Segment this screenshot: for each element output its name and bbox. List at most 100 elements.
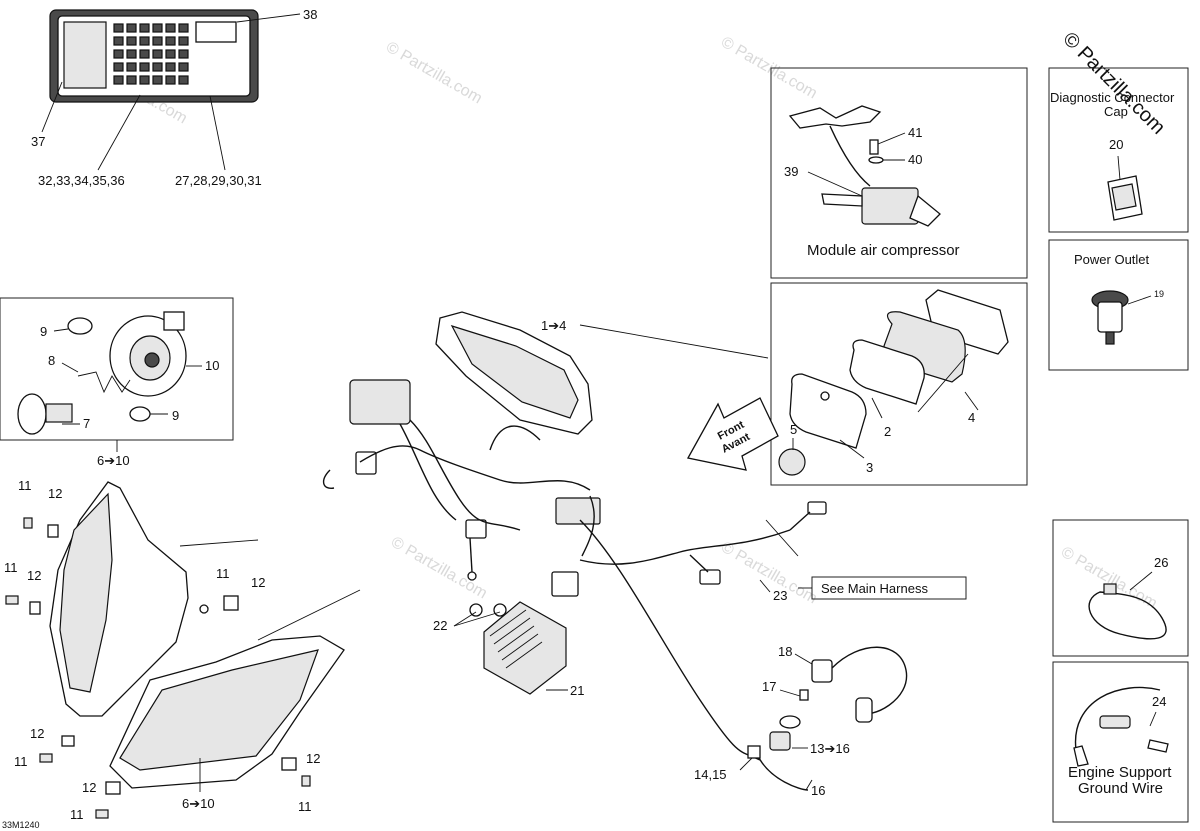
callout-38: 38 xyxy=(303,7,317,22)
fuse-slot xyxy=(178,49,189,59)
leader-line xyxy=(917,353,969,413)
callout-11: 11 xyxy=(4,560,18,575)
callout-39: 39 xyxy=(784,164,798,179)
fuse-slot xyxy=(113,62,124,72)
callout-14-15: 14,15 xyxy=(694,767,727,782)
callout-8: 8 xyxy=(48,353,55,368)
diagnostic-box xyxy=(1048,67,1189,233)
leader-line xyxy=(453,611,501,627)
leader-line xyxy=(453,611,477,627)
watermark-text: © Partzilla.com xyxy=(383,39,485,108)
headlight-bulb-parts xyxy=(17,311,187,435)
fuse-slot xyxy=(178,62,189,72)
fuse-slot xyxy=(139,23,150,33)
callout-26: 26 xyxy=(1154,555,1168,570)
power-outlet xyxy=(1091,290,1129,345)
fuse-slot xyxy=(165,62,176,72)
watermark-corner-text: © Partzilla.com xyxy=(1058,28,1169,139)
gauge-cluster-parts xyxy=(778,289,1009,476)
callout-7: 7 xyxy=(83,416,90,431)
fuse-slot xyxy=(126,62,137,72)
leader-line xyxy=(579,324,769,359)
leader-line xyxy=(765,519,799,557)
watermark-text: © Partzilla.com xyxy=(718,539,820,608)
leader-line xyxy=(877,132,906,145)
ground-wire xyxy=(1073,686,1169,767)
fastener-set xyxy=(5,517,311,819)
diagnostic-cap xyxy=(1107,175,1143,221)
callout-11: 11 xyxy=(298,799,312,814)
fuse-slot xyxy=(152,62,163,72)
callout-41: 41 xyxy=(908,125,922,140)
fuse-slot xyxy=(113,36,124,46)
callout-11: 11 xyxy=(70,807,84,822)
fuse-slot xyxy=(178,75,189,85)
callout-5: 5 xyxy=(790,422,797,437)
figure-reference: 33M1240 xyxy=(2,820,40,830)
fuse-slot xyxy=(139,49,150,59)
callout-9: 9 xyxy=(172,408,179,423)
fuse-slot xyxy=(139,62,150,72)
tether-switch xyxy=(747,646,908,791)
power-outlet-box xyxy=(1048,239,1189,371)
fuse-grid xyxy=(113,23,189,85)
leader-line xyxy=(1117,155,1121,181)
callout-6-10: 6➔10 xyxy=(182,796,215,811)
leader-line xyxy=(97,94,141,171)
ground-wire-box xyxy=(1052,661,1189,823)
callout-12: 12 xyxy=(251,575,265,590)
gauge-cluster xyxy=(435,311,593,435)
fuse-slot xyxy=(126,36,137,46)
leader-line xyxy=(805,779,813,791)
front-direction-arrow: Front Avant xyxy=(687,397,779,471)
air-compressor-box xyxy=(770,67,1028,279)
fuse-slot xyxy=(126,75,137,85)
leader-line xyxy=(839,439,865,459)
callout-27-31: 27,28,29,30,31 xyxy=(175,173,262,188)
callout-32-36: 32,33,34,35,36 xyxy=(38,173,125,188)
headlight-bulb-box xyxy=(0,297,234,441)
fuse-slot xyxy=(152,49,163,59)
callout-9: 9 xyxy=(40,324,47,339)
fuse-slot xyxy=(113,23,124,33)
leader-line xyxy=(257,589,361,641)
callout-37: 37 xyxy=(31,134,45,149)
fuse-slot xyxy=(113,49,124,59)
callout-12: 12 xyxy=(306,751,320,766)
fuse-slot xyxy=(165,36,176,46)
wiring-harness xyxy=(323,379,827,761)
callout-2: 2 xyxy=(884,424,891,439)
callout-6-10: 6➔10 xyxy=(97,453,130,468)
diagnostic-title-2: Cap xyxy=(1104,104,1128,119)
callout-11: 11 xyxy=(18,478,32,493)
callout-11: 11 xyxy=(216,566,230,581)
air-compressor-module xyxy=(788,105,941,227)
fuse-box xyxy=(49,9,259,103)
leader-line xyxy=(759,579,771,593)
callout-1-4: 1➔4 xyxy=(541,318,566,333)
fuse-slot xyxy=(165,75,176,85)
callout-12: 12 xyxy=(27,568,41,583)
cable-clamp xyxy=(1088,583,1167,640)
diagnostic-title-1: Diagnostic Connector xyxy=(1050,90,1175,105)
leader-line xyxy=(1149,711,1157,727)
fuse-slot xyxy=(152,36,163,46)
air-compressor-title: Module air compressor xyxy=(807,242,960,259)
callout-18: 18 xyxy=(778,644,792,659)
leader-line xyxy=(41,81,63,133)
callout-21: 21 xyxy=(570,683,584,698)
fuse-slot xyxy=(152,23,163,33)
callout-12: 12 xyxy=(48,486,62,501)
ground-wire-title-1: Engine Support xyxy=(1068,764,1172,781)
leader-line xyxy=(209,95,226,171)
callout-19: 19 xyxy=(1154,289,1164,299)
callout-20: 20 xyxy=(1109,137,1123,152)
callout-17: 17 xyxy=(762,679,776,694)
voltage-regulator xyxy=(469,601,567,695)
watermark-text: © Partzilla.com xyxy=(388,534,490,603)
fuse-slot xyxy=(139,75,150,85)
ground-wire-title-2: Ground Wire xyxy=(1078,780,1163,797)
watermark-group: © Partzilla.com © Partzilla.com © Partzi… xyxy=(88,28,1169,612)
see-main-harness-label: See Main Harness xyxy=(821,581,928,596)
